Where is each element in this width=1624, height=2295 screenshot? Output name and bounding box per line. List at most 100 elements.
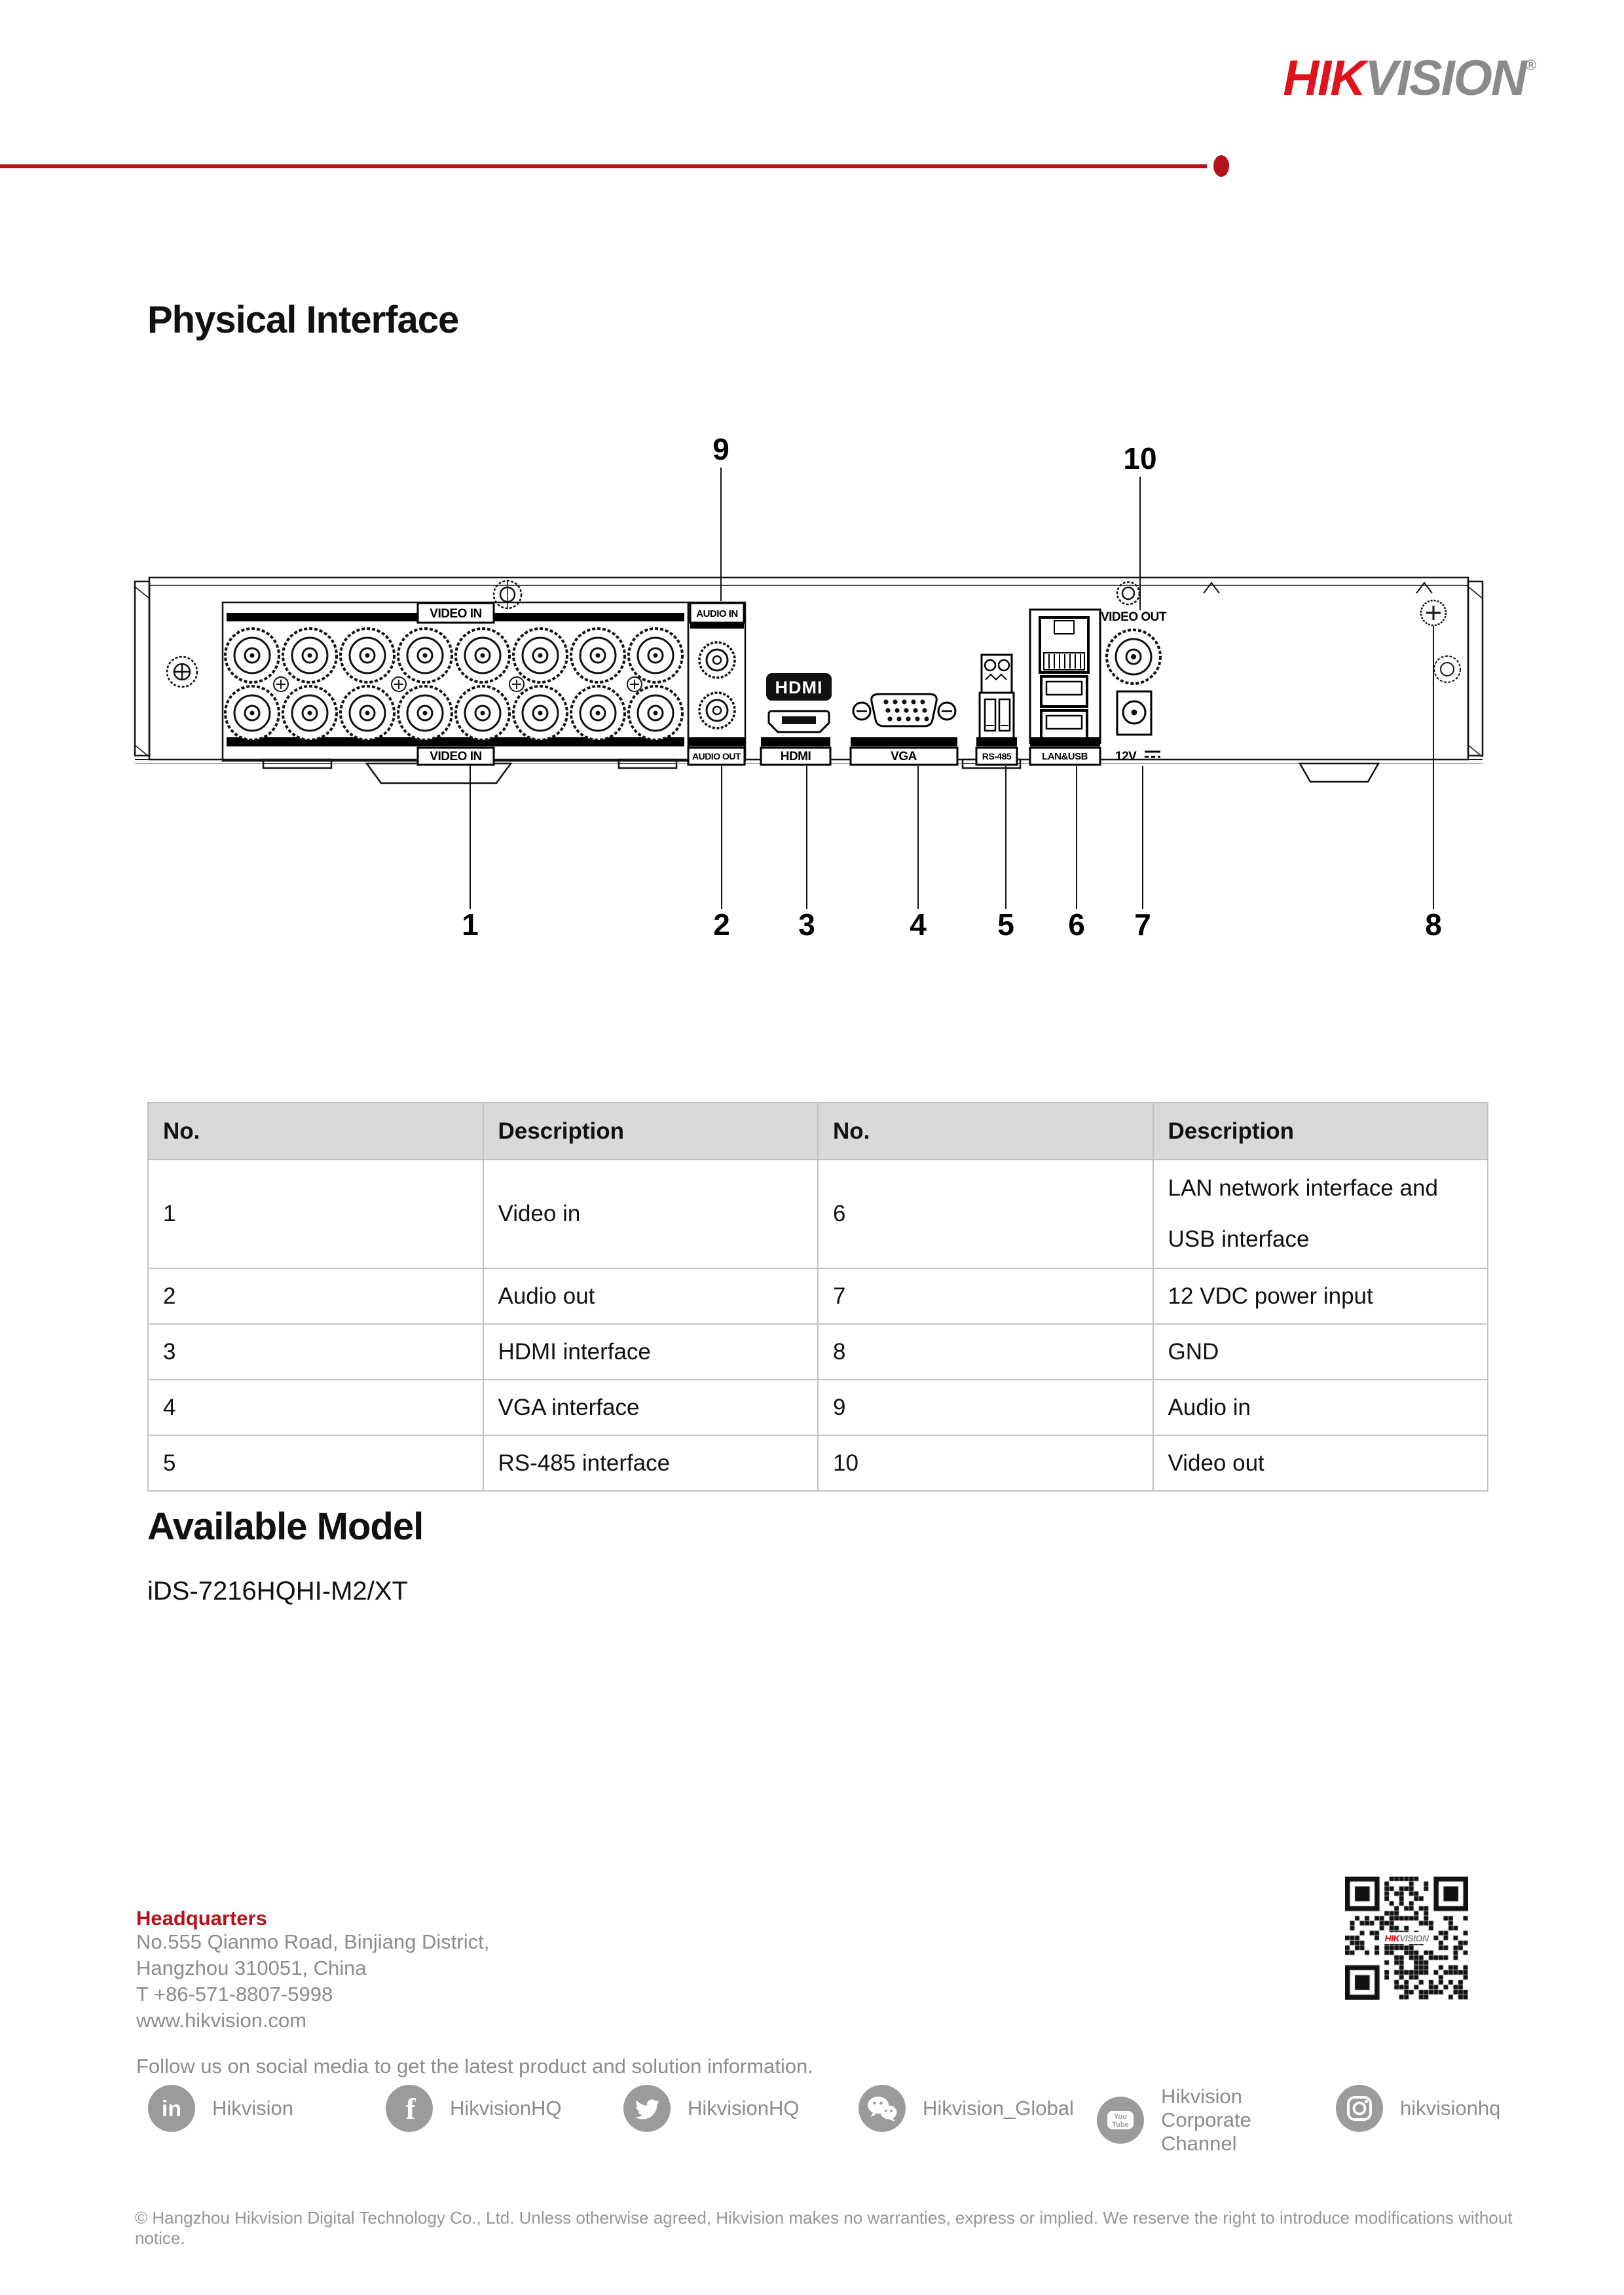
- social-handle: HikvisionHQ: [450, 2097, 562, 2120]
- cell-desc: HDMI interface: [482, 1323, 819, 1380]
- qr-code: HIKVISION: [1345, 1877, 1468, 2000]
- table-row: 1 Video in 6 LAN network interface and U…: [147, 1159, 1488, 1269]
- cell-no: 3: [147, 1323, 484, 1380]
- cell-no: 4: [147, 1379, 484, 1436]
- logo-registered-mark: ®: [1525, 57, 1536, 73]
- social-handle: HikvisionHQ: [688, 2097, 800, 2120]
- hdmi-logo: HDMI: [775, 678, 823, 697]
- rs485-port: RS-485: [975, 653, 1018, 766]
- table-row: 3 HDMI interface 8 GND: [147, 1323, 1488, 1380]
- callout-number: 8: [1425, 908, 1442, 942]
- cell-desc: Video out: [1152, 1435, 1488, 1492]
- social-handle: Hikvision Corporate Channel: [1161, 2085, 1251, 2155]
- col-header-desc-1: Description: [482, 1102, 819, 1160]
- interface-table: No. Description No. Description 1 Video …: [147, 1102, 1488, 1492]
- table-header-row: No. Description No. Description: [147, 1102, 1488, 1160]
- svg-text:in: in: [162, 2097, 181, 2121]
- header-rule: [0, 164, 1207, 168]
- social-handle: Hikvision: [212, 2097, 294, 2120]
- callout-number: 1: [462, 908, 479, 942]
- video-out-power: VIDEO OUT 12V: [1101, 610, 1167, 763]
- hdmi-port: HDMI HDMI: [760, 673, 832, 766]
- vga-label: VGA: [891, 750, 917, 763]
- audio-column: AUDIO IN AUDIO OUT: [687, 601, 747, 766]
- qr-center-logo: HIKVISION: [1382, 1932, 1431, 1944]
- svg-text:Tube: Tube: [1112, 2121, 1128, 2129]
- svg-text:You: You: [1114, 2113, 1127, 2121]
- vga-pins: [883, 699, 929, 722]
- lan-usb-label: LAN&USB: [1042, 751, 1088, 762]
- headquarters-title: Headquarters: [136, 1907, 267, 1930]
- social-handle: hikvisionhq: [1400, 2097, 1501, 2120]
- linkedin-icon: in: [148, 2085, 195, 2132]
- callout-annotations: 1 2 3 4 5 6 7 8 9 10: [462, 432, 1442, 942]
- video-out-label: VIDEO OUT: [1101, 610, 1167, 624]
- cell-no: 5: [147, 1435, 484, 1492]
- table-row: 4 VGA interface 9 Audio in: [147, 1379, 1488, 1436]
- social-facebook[interactable]: f HikvisionHQ: [386, 2085, 562, 2132]
- callout-number: 4: [910, 908, 927, 942]
- rca-connectors: [698, 641, 736, 729]
- wechat-icon: [858, 2085, 906, 2132]
- video-in-block: VIDEO IN VIDEO IN: [221, 601, 690, 766]
- callout-number: 3: [798, 908, 815, 942]
- video-in-bottom-label: VIDEO IN: [430, 750, 481, 763]
- table-row: 2 Audio out 7 12 VDC power input: [147, 1268, 1488, 1325]
- video-out-bnc: [1105, 629, 1162, 685]
- hikvision-logo: HIKVISION®: [1283, 50, 1536, 107]
- cell-no: 7: [817, 1268, 1154, 1325]
- cell-no: 6: [817, 1159, 1154, 1269]
- youtube-icon: You Tube: [1097, 2097, 1144, 2144]
- follow-us-text: Follow us on social media to get the lat…: [136, 2055, 813, 2078]
- headquarters-address: No.555 Qianmo Road, Binjiang District, H…: [136, 1929, 489, 2034]
- callout-number: 7: [1134, 908, 1151, 942]
- instagram-icon: [1336, 2085, 1383, 2132]
- cell-desc: LAN network interface and USB interface: [1152, 1159, 1488, 1269]
- cell-desc: RS-485 interface: [482, 1435, 819, 1492]
- cell-desc: GND: [1152, 1323, 1488, 1380]
- cell-no: 8: [817, 1323, 1154, 1380]
- cell-no: 2: [147, 1268, 484, 1325]
- social-linkedin[interactable]: in Hikvision: [148, 2085, 293, 2132]
- callout-number: 5: [997, 908, 1014, 942]
- page-title: Physical Interface: [147, 299, 459, 341]
- website-link[interactable]: www.hikvision.com: [136, 2009, 307, 2032]
- twitter-bird-icon: [623, 2085, 671, 2132]
- 12v-label: 12V: [1115, 750, 1137, 763]
- model-number: iDS-7216HQHI-M2/XT: [147, 1577, 408, 1606]
- vga-port: VGA: [849, 693, 959, 766]
- cell-no: 1: [147, 1159, 484, 1269]
- hdmi-label: HDMI: [781, 750, 811, 763]
- col-header-no-2: No.: [817, 1102, 1154, 1160]
- address-line: Hangzhou 310051, China: [136, 1956, 367, 1979]
- header-rule-dot: [1213, 155, 1229, 177]
- cell-desc: Video in: [482, 1159, 819, 1269]
- rs485-label: RS-485: [982, 751, 1012, 762]
- legal-notice: © Hangzhou Hikvision Digital Technology …: [135, 2208, 1513, 2248]
- social-wechat[interactable]: Hikvision_Global: [858, 2085, 1074, 2132]
- callout-number: 10: [1123, 441, 1156, 475]
- table-row: 5 RS-485 interface 10 Video out: [147, 1435, 1488, 1492]
- video-in-top-label: VIDEO IN: [430, 607, 481, 621]
- available-model-title: Available Model: [147, 1505, 424, 1548]
- audio-out-label: AUDIO OUT: [692, 751, 741, 762]
- svg-text:f: f: [405, 2092, 416, 2125]
- logo-vision: VISION: [1365, 50, 1527, 106]
- lan-usb-ports: LAN&USB: [1029, 608, 1101, 766]
- social-twitter[interactable]: HikvisionHQ: [623, 2085, 800, 2132]
- logo-hik: HIK: [1283, 50, 1366, 106]
- social-youtube[interactable]: You Tube Hikvision Corporate Channel: [1097, 2085, 1299, 2156]
- audio-in-label: AUDIO IN: [696, 608, 738, 619]
- facebook-icon: f: [386, 2085, 433, 2132]
- callout-number: 9: [712, 432, 729, 466]
- cell-desc: Audio in: [1152, 1379, 1488, 1436]
- address-line: No.555 Qianmo Road, Binjiang District,: [136, 1930, 490, 1953]
- bnc-connectors: [224, 627, 684, 741]
- callout-number: 6: [1068, 908, 1085, 942]
- callout-number: 2: [713, 908, 730, 942]
- social-instagram[interactable]: hikvisionhq: [1336, 2085, 1500, 2132]
- col-header-desc-2: Description: [1152, 1102, 1488, 1160]
- rear-panel-diagram: VIDEO IN VIDEO IN AUDIO IN AUDIO OUT HDM…: [134, 432, 1484, 942]
- cell-desc: Audio out: [482, 1268, 819, 1325]
